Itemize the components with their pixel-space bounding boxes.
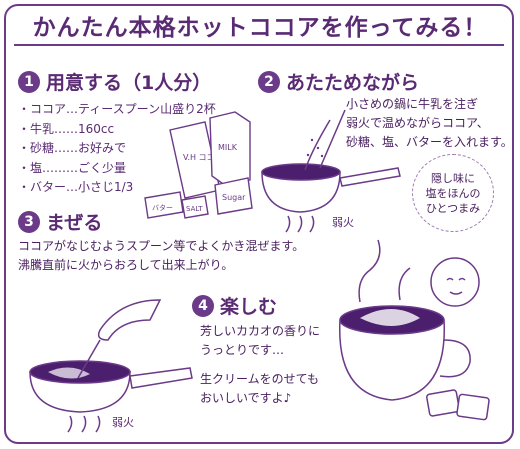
- text-line: 芳しいカカオの香りに: [200, 324, 321, 338]
- list-item: ・塩………ごく少量: [18, 160, 127, 175]
- step1-number-badge: 1: [18, 70, 40, 93]
- list-item: ・バター…小さじ1/3: [18, 180, 134, 194]
- step2-description: 小さめの鍋に牛乳を注ぎ 弱火で温めながらココア、 砂糖、塩、バターを入れます。: [346, 95, 513, 152]
- text-line: 小さめの鍋に牛乳を注ぎ: [346, 97, 479, 111]
- tip-note: 隠し味に 塩をほんの ひとつまみ: [412, 154, 494, 232]
- step2-flame-label: 弱火: [332, 216, 354, 229]
- list-item: ・牛乳……160cc: [18, 121, 115, 136]
- text-spacer: [200, 360, 320, 370]
- text-line: 生クリームをのせても: [200, 372, 320, 386]
- step3-flame-label: 弱火: [112, 416, 134, 429]
- card-frame: [4, 4, 514, 444]
- title-divider: [14, 44, 504, 46]
- text-line: 砂糖、塩、バターを入れます。: [346, 135, 513, 149]
- step3-heading: 3 まぜる: [18, 208, 102, 235]
- list-item: ・砂糖……お好みで: [18, 141, 127, 155]
- tip-line: 隠し味に: [431, 171, 475, 185]
- tip-line: 塩をほんの: [425, 186, 481, 200]
- ingredient-list: ・ココア…ティースプーン山盛り2杯 ・牛乳……160cc ・砂糖……お好みで ・…: [18, 100, 216, 198]
- step3-description: ココアがなじむようスプーン等でよくかき混ぜます。 沸騰直前に火からおろして出来上…: [18, 237, 304, 275]
- step3-title: まぜる: [46, 212, 103, 234]
- step2-number-badge: 2: [258, 70, 280, 93]
- step1-heading: 1 用意する（1人分）: [18, 68, 211, 95]
- list-item: ・ココア…ティースプーン山盛り2杯: [18, 102, 216, 116]
- page-title: かんたん本格ホットココアを作ってみる！: [32, 15, 488, 41]
- text-line: おいしいですよ♪: [200, 391, 292, 405]
- step4-description: 芳しいカカオの香りに うっとりです… 生クリームをのせても おいしいですよ♪: [200, 322, 320, 408]
- step1-title: 用意する（1人分）: [46, 72, 212, 94]
- text-line: 沸騰直前に火からおろして出来上がり。: [18, 258, 234, 272]
- step4-title: 楽しむ: [220, 296, 278, 318]
- text-line: うっとりです…: [200, 343, 285, 357]
- text-line: 弱火で温めながらココア、: [346, 116, 489, 130]
- step4-number-badge: 4: [192, 294, 214, 317]
- tip-line: ひとつまみ: [425, 201, 481, 215]
- step2-heading: 2 あたためながら: [258, 68, 419, 95]
- step4-heading: 4 楽しむ: [192, 292, 277, 319]
- step2-title: あたためながら: [286, 72, 420, 94]
- step3-number-badge: 3: [18, 210, 40, 233]
- text-line: ココアがなじむようスプーン等でよくかき混ぜます。: [18, 239, 305, 253]
